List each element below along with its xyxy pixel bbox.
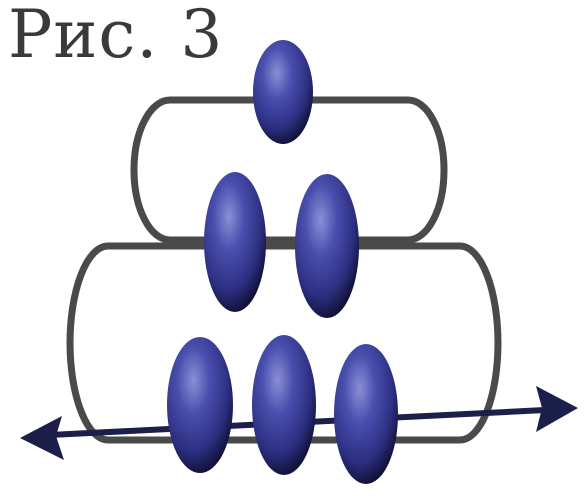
ball-middle-left — [204, 172, 266, 312]
balls — [167, 40, 398, 484]
ball-middle-right — [295, 174, 359, 318]
ball-bottom-right — [334, 344, 398, 484]
ball-bottom-left — [167, 337, 233, 473]
arrow-head-right — [536, 386, 578, 432]
arrow-head-left — [20, 416, 64, 460]
figure-caption: Рис. 3 — [8, 0, 224, 73]
lower-tube — [66, 242, 502, 444]
ball-top — [253, 40, 313, 144]
ball-bottom-center — [252, 335, 316, 475]
upper-tube — [130, 96, 448, 244]
